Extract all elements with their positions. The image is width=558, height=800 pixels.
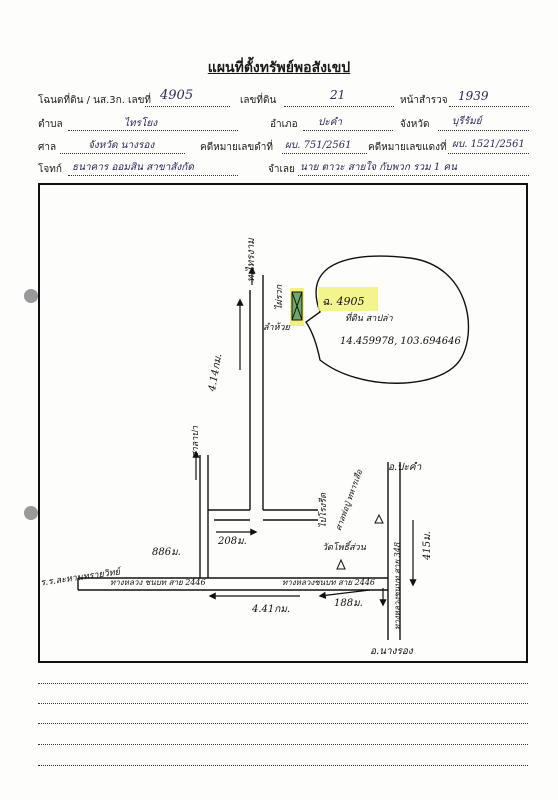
dist-4-41-label: 4.41กม. <box>252 604 291 615</box>
landmark-triangle <box>336 558 346 570</box>
defendant-value: นาย ตาวะ สายใจ กับพวก รวม 1 คน <box>300 162 457 173</box>
pakham-label: อ.ปะคำ <box>388 462 422 473</box>
deed-value: 4905 <box>160 88 194 103</box>
dist-188-label: 188ม. <box>334 598 363 609</box>
black-case-value: ผบ. 751/2561 <box>285 140 352 151</box>
plaintiff-label: โจทก์ <box>38 164 62 175</box>
map-frame <box>38 183 528 663</box>
dist-208-label: 208ม. <box>218 536 247 547</box>
province-value: บุรีรัมย์ <box>452 116 482 127</box>
landmark-2-label: วัดโพธิ์ส่วน <box>322 543 366 553</box>
bubble-highlight <box>318 287 378 311</box>
red-case-label: คดีหมายเลขแดงที่ <box>368 142 447 153</box>
page-title: แผนที่ตั้งทรัพย์พอสังเขป <box>207 60 351 76</box>
land-no-value: 21 <box>330 88 346 102</box>
blank-line <box>38 683 528 684</box>
blank-line <box>38 765 528 766</box>
road-2446-east-label: ทางหลวงชนบท สาย 2446 <box>282 578 376 587</box>
deed-label: โฉนดที่ดิน / นส.3ก. เลขที่ <box>38 95 152 106</box>
blank-line <box>38 744 528 745</box>
district-label: อำเภอ <box>270 119 298 130</box>
nang-rong-label: อ.นางรอง <box>370 646 413 657</box>
subdistrict-value: ไทรโยง <box>124 118 158 129</box>
blank-line <box>38 703 528 704</box>
bubble-title-number: 4905 <box>336 295 365 308</box>
east-road-label: ทางหลวงชนบท สาย 348 <box>393 542 402 630</box>
dist-886-label: 886ม. <box>152 547 181 558</box>
left-branch-label: ศาลาปา <box>191 425 201 458</box>
callout-bubble <box>305 255 470 384</box>
bubble-coords: 14.459978, 103.694646 <box>340 336 461 347</box>
subdistrict-label: ตำบล <box>38 119 63 130</box>
punch-hole <box>24 506 38 520</box>
province-label: จังหวัด <box>400 119 430 130</box>
court-value: จังหวัด นางรอง <box>88 140 155 151</box>
land-no-label: เลขที่ดิน <box>240 95 277 106</box>
black-case-label: คดีหมายเลขดำที่ <box>200 142 273 153</box>
plaintiff-value: ธนาคาร ออมสิน สาขาสังกัด <box>72 162 194 173</box>
survey-page-label: หน้าสำรวจ <box>400 95 448 106</box>
survey-page-value: 1939 <box>458 89 489 103</box>
court-label: ศาล <box>38 142 57 153</box>
blank-line <box>38 723 528 724</box>
north-road-label: ท.ไทรงาม <box>246 238 257 282</box>
red-case-value: ผบ. 1521/2561 <box>452 139 525 150</box>
property-label-side: ลำห้วย <box>263 323 290 333</box>
defendant-label: จำเลย <box>268 164 295 175</box>
landmark-triangle <box>374 513 384 524</box>
district-value: ปะคำ <box>318 117 343 128</box>
punch-hole <box>24 289 38 303</box>
bubble-title: ฉ. 4905 <box>322 292 365 310</box>
bubble-title-prefix: ฉ. <box>322 295 333 308</box>
right-branch-label: ไปโรงรีด <box>319 493 329 528</box>
road-2446-west-label: ทางหลวง ชนบท สาย 2446 <box>110 578 206 587</box>
bubble-subtitle: ที่ดิน สาปล่า <box>345 314 393 324</box>
property-label-top: ไผ่รวก <box>275 284 285 310</box>
dist-415-label: 415ม. <box>422 531 433 560</box>
